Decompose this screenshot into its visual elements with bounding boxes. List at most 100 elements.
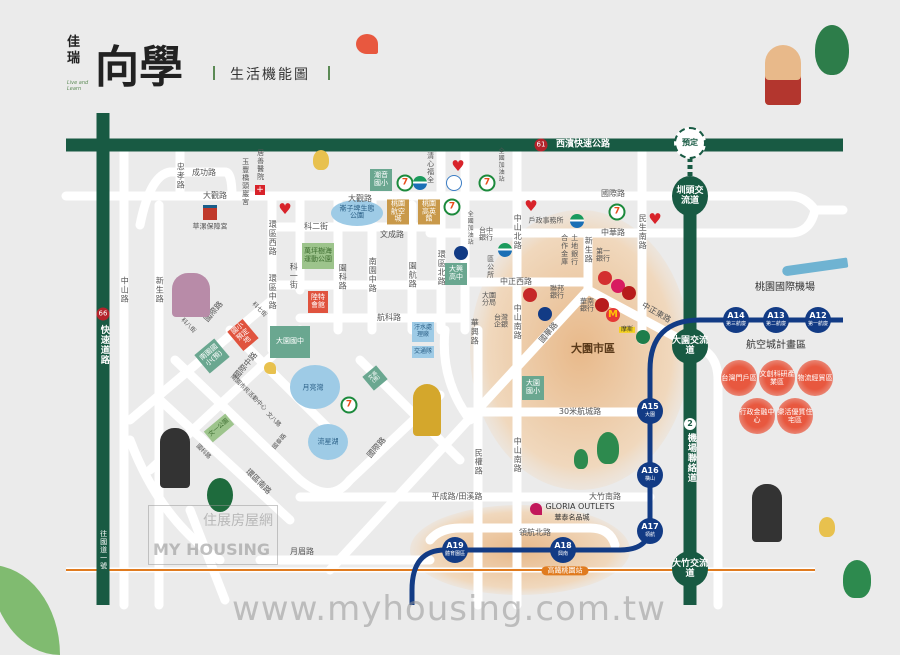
seven-eleven-icon: 7 xyxy=(443,198,461,216)
dayuan-interchange[interactable]: 大園交流道 xyxy=(672,328,708,364)
aerotropolis-title: 航空城計畫區 xyxy=(746,339,806,351)
gloria-outlets-zh: 華泰名品城 xyxy=(554,513,590,522)
poi-yufeng-temple: 玉豐橋頭巖宮 xyxy=(241,158,250,206)
mother-child-illustration xyxy=(172,273,210,317)
brand-small: 佳瑞 xyxy=(67,35,81,66)
divider xyxy=(213,66,215,80)
district-label: 大園市區 xyxy=(571,342,615,356)
85c-icon xyxy=(523,288,537,302)
watermark-logo-en: MY HOUSING xyxy=(153,540,271,559)
poi-district-office: 區公所 xyxy=(486,255,495,279)
poi-gaoying-hall: 桃園高英館 xyxy=(418,199,440,225)
map-canvas xyxy=(61,113,848,610)
poi-dayuan-elementary: 大園國小 xyxy=(522,376,544,400)
station-code: A18 xyxy=(554,541,572,550)
zone-logistics: 物流經貿區 xyxy=(797,360,833,396)
poi-first-bank: 第一銀行 xyxy=(596,247,610,263)
zone-creative: 文創科研產業區 xyxy=(759,360,795,396)
watermark-logo: 住展房屋網 MY HOUSING xyxy=(148,505,278,565)
station-code: A12 xyxy=(809,311,827,320)
road-label: 成功路 xyxy=(192,167,216,177)
zone-gateway: 台灣門戶區 xyxy=(721,360,757,396)
station-name: 橫山 xyxy=(644,476,655,482)
tree-icon xyxy=(815,25,849,75)
bank-icon xyxy=(538,307,552,321)
airport-label: 桃園國際機場 xyxy=(755,281,815,293)
seven-eleven-icon: 7 xyxy=(478,174,496,192)
road-label: 大觀路 xyxy=(203,190,227,200)
tree-icon xyxy=(574,449,588,469)
poi-police-branch: 大園分局 xyxy=(482,291,496,307)
tree-icon xyxy=(819,517,835,537)
poi-household-office: 戶政事務所 xyxy=(528,216,564,225)
station-code: A14 xyxy=(727,311,745,320)
station-name: 體育園區 xyxy=(444,551,465,557)
gloria-butterfly-icon xyxy=(530,503,542,515)
poi-gas-station: 全國加油站 xyxy=(497,147,505,183)
station-code: A15 xyxy=(641,402,659,411)
tree-icon xyxy=(313,150,329,170)
starbucks-icon xyxy=(636,330,650,344)
road-label: 領航北路 xyxy=(519,527,551,537)
poi-dayuan-junior-high: 大園國中 xyxy=(270,326,310,358)
kfc-icon xyxy=(595,298,609,312)
west-coast-expressway-label: 西濱快速公路 xyxy=(555,139,611,150)
station-code: A16 xyxy=(641,466,659,475)
poi-aerotropolis-museum: 桃園航空城 xyxy=(387,199,409,225)
poi-traffic-police: 交通隊 xyxy=(412,346,434,358)
hsr-station-badge[interactable]: 高鐵桃園站 xyxy=(541,566,589,576)
poi-jushan-hospital: 居善醫院 xyxy=(256,149,265,181)
road-label: 環區北路 xyxy=(437,250,447,286)
dazhu-interchange[interactable]: 大竹交流道 xyxy=(672,551,708,587)
watermark-url: www.myhousing.com.tw xyxy=(232,589,666,629)
restaurant-icon xyxy=(598,271,612,285)
station-code: A19 xyxy=(446,541,464,550)
heart-icon: ♥ xyxy=(524,197,538,215)
station-name: 第三航廈 xyxy=(725,321,746,327)
poi-lunzipi-park: 崙子埤生態公園 xyxy=(339,204,375,220)
moon-bay-lake xyxy=(290,365,340,409)
road-label: 月眉路 xyxy=(290,546,314,556)
road-label: 新生路 xyxy=(155,276,165,304)
station-name: 興南 xyxy=(557,551,568,557)
familymart-icon xyxy=(498,243,512,257)
poi-sewage-plant: 汙水處理廠 xyxy=(412,322,434,342)
zone-residential: 樂活優質住宅區 xyxy=(777,398,813,434)
road-label: 園航路 xyxy=(408,261,418,289)
mcdonalds-icon: M xyxy=(606,308,620,322)
divider xyxy=(328,66,330,80)
road-label: 30米航城路 xyxy=(558,406,602,416)
zhentou-interchange[interactable]: 圳頭交流道 xyxy=(672,176,708,216)
page-subtitle: 生活機能圖 xyxy=(230,67,310,83)
poi-taichung-bank: 台中銀行 xyxy=(479,226,493,242)
brand-large: 向學 xyxy=(95,42,183,93)
poi-lute-hall: 陸特會館 xyxy=(308,291,328,313)
road-label: 忠孝路 xyxy=(176,162,186,190)
pizza-icon xyxy=(622,286,636,300)
poi-qingxin: 清心福全 xyxy=(426,152,435,184)
watermark-logo-zh: 住展房屋網 xyxy=(203,513,273,529)
poi-union-bank: 聯邦銀行 xyxy=(550,284,564,300)
road-label: 中山南路 xyxy=(513,304,523,340)
seven-eleven-icon: 7 xyxy=(340,396,358,414)
road-label: 華興路 xyxy=(470,318,480,346)
poi-daxing-high: 大興高中 xyxy=(445,263,467,285)
lunzipi-park-shape xyxy=(331,200,383,226)
brand-en: Live and Learn xyxy=(67,80,89,92)
road-label: 大竹南路 xyxy=(589,491,621,501)
station-name: 大園 xyxy=(644,412,655,418)
expressway-label: 快速道路 xyxy=(98,325,109,365)
walking-girl-illustration xyxy=(413,384,441,436)
mos-burger-icon: 摩斯 xyxy=(618,325,636,334)
heart-icon: ♥ xyxy=(451,157,465,175)
road-label: 民權路 xyxy=(474,448,484,476)
roads xyxy=(61,147,848,610)
